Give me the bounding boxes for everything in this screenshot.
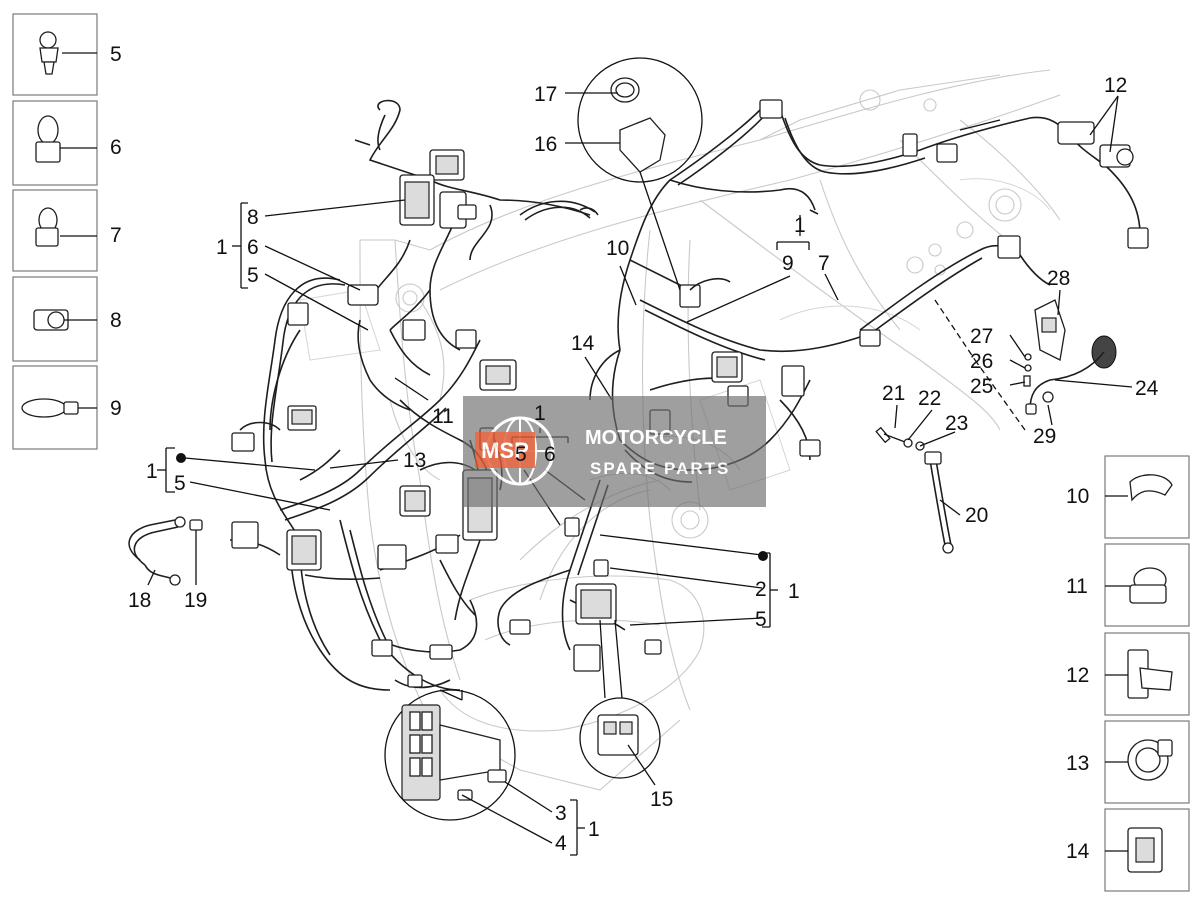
box-label-9: 9 (110, 397, 122, 420)
callout-labels: 17 16 12 8 1 6 5 10 1 9 7 28 27 26 25 24… (128, 74, 1159, 855)
callout-5-a: 5 (247, 264, 259, 287)
box-label-10: 10 (1066, 485, 1089, 508)
callout-5-d: 5 (755, 608, 767, 631)
callout-1-e: 1 (788, 580, 800, 603)
box-label-14: 14 (1066, 840, 1090, 863)
box-label-6: 6 (110, 136, 122, 159)
box-part-13 (1104, 720, 1190, 804)
callout-2: 2 (755, 578, 767, 601)
box-part-12 (1104, 632, 1190, 716)
callout-1-c: 1 (534, 402, 546, 425)
callout-13: 13 (403, 449, 426, 472)
box-part-11 (1104, 543, 1190, 627)
callout-8: 8 (247, 206, 259, 229)
callout-12: 12 (1104, 74, 1127, 97)
callout-9: 9 (782, 252, 794, 275)
dot-markers (176, 453, 768, 561)
left-part-boxes (12, 13, 98, 450)
box-label-12: 12 (1066, 664, 1089, 687)
right-part-boxes (1104, 455, 1190, 892)
detail-parts (128, 57, 1117, 821)
callout-19: 19 (184, 589, 207, 612)
callout-14: 14 (571, 332, 595, 355)
box-label-8: 8 (110, 309, 122, 332)
box-label-7: 7 (110, 224, 122, 247)
callout-24: 24 (1135, 377, 1159, 400)
callout-1-b: 1 (794, 214, 806, 237)
callout-4: 4 (555, 832, 567, 855)
callout-1-d: 1 (146, 460, 158, 483)
callout-7: 7 (818, 252, 830, 275)
callout-27: 27 (970, 325, 993, 348)
callout-11: 11 (432, 405, 454, 428)
callout-6-a: 6 (247, 236, 259, 259)
callout-28: 28 (1047, 267, 1070, 290)
box-part-8 (12, 276, 98, 362)
callout-18: 18 (128, 589, 151, 612)
box-part-5 (12, 13, 98, 96)
box-part-7 (12, 189, 98, 272)
box-label-11: 11 (1066, 575, 1088, 598)
box-part-10 (1104, 455, 1190, 539)
connectors (231, 99, 1149, 688)
box-part-9 (12, 365, 98, 450)
watermark: MSP MOTORCYCLE SPARE PARTS (463, 396, 766, 507)
callout-26: 26 (970, 350, 993, 373)
callout-21: 21 (882, 382, 905, 405)
callout-23: 23 (945, 412, 968, 435)
callout-17: 17 (534, 83, 557, 106)
callout-6-b: 6 (544, 443, 556, 466)
callout-15: 15 (650, 788, 673, 811)
callout-16: 16 (534, 133, 557, 156)
box-label-5: 5 (110, 43, 122, 66)
side-box-labels: 5 6 7 8 9 10 11 12 13 14 (110, 43, 1090, 863)
callout-5-c: 5 (174, 472, 186, 495)
callout-1-a: 1 (216, 236, 228, 259)
box-part-14 (1104, 808, 1190, 892)
watermark-line-2: SPARE PARTS (590, 459, 730, 478)
callout-10: 10 (606, 237, 629, 260)
callout-22: 22 (918, 387, 941, 410)
callout-25: 25 (970, 375, 993, 398)
callout-1-f: 1 (588, 818, 600, 841)
watermark-badge: MSP (481, 438, 529, 463)
box-part-6 (12, 100, 98, 186)
leader-lines (147, 92, 1133, 856)
callout-20: 20 (965, 504, 988, 527)
callout-5-b: 5 (515, 443, 527, 466)
callout-3: 3 (555, 802, 567, 825)
watermark-line-1: MOTORCYCLE (585, 427, 727, 449)
callout-29: 29 (1033, 425, 1056, 448)
box-label-13: 13 (1066, 752, 1089, 775)
